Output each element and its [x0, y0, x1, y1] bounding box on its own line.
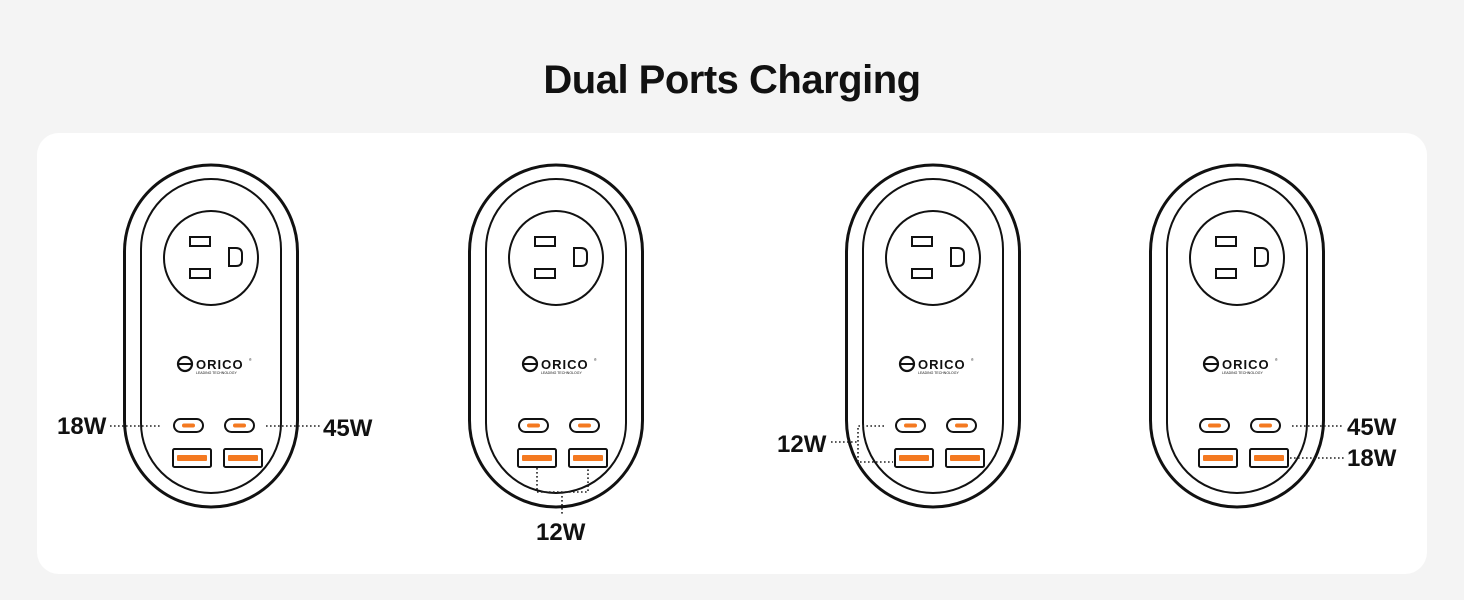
orico-logo-icon	[898, 355, 916, 373]
watt-label-left: 12W	[777, 431, 827, 458]
brand-registered: ®	[594, 358, 597, 362]
diagram-panel	[37, 133, 1427, 574]
orico-logo: ORICO LEADING TECHNOLOGY ®	[521, 355, 597, 375]
orico-logo: ORICO LEADING TECHNOLOGY ®	[176, 355, 252, 375]
charger-illustration	[1149, 163, 1325, 509]
watt-label-left: 18W	[57, 413, 107, 440]
watt-label-right-top: 45W	[1347, 414, 1397, 441]
brand-name: ORICO	[918, 357, 966, 372]
brand-name: ORICO	[196, 357, 244, 372]
brand-tagline: LEADING TECHNOLOGY	[196, 371, 237, 375]
orico-logo-icon	[1202, 355, 1220, 373]
orico-logo-icon	[521, 355, 539, 373]
brand-name: ORICO	[1222, 357, 1270, 372]
charger-device-1: ORICO LEADING TECHNOLOGY ® 18W 45W	[57, 163, 373, 509]
charger-device-3: ORICO LEADING TECHNOLOGY ® 12W	[777, 163, 1021, 509]
brand-tagline: LEADING TECHNOLOGY	[1222, 371, 1263, 375]
watt-label-right-bottom: 18W	[1347, 445, 1397, 472]
brand-registered: ®	[971, 358, 974, 362]
charger-illustration	[845, 163, 1021, 509]
page-title: Dual Ports Charging	[543, 58, 921, 102]
orico-logo: ORICO LEADING TECHNOLOGY ®	[898, 355, 974, 375]
leader-line	[857, 425, 893, 463]
watt-label-right: 45W	[323, 415, 373, 442]
orico-logo-icon	[176, 355, 194, 373]
brand-tagline: LEADING TECHNOLOGY	[541, 371, 582, 375]
orico-logo: ORICO LEADING TECHNOLOGY ®	[1202, 355, 1278, 375]
charger-illustration	[123, 163, 299, 509]
brand-tagline: LEADING TECHNOLOGY	[918, 371, 959, 375]
brand-registered: ®	[1275, 358, 1278, 362]
charger-device-2: ORICO LEADING TECHNOLOGY ® 12W	[468, 163, 644, 546]
brand-registered: ®	[249, 358, 252, 362]
charger-device-4: ORICO LEADING TECHNOLOGY ® 45W 18W	[1149, 163, 1397, 509]
watt-label-bottom: 12W	[536, 519, 586, 546]
brand-name: ORICO	[541, 357, 589, 372]
charger-illustration	[468, 163, 644, 509]
